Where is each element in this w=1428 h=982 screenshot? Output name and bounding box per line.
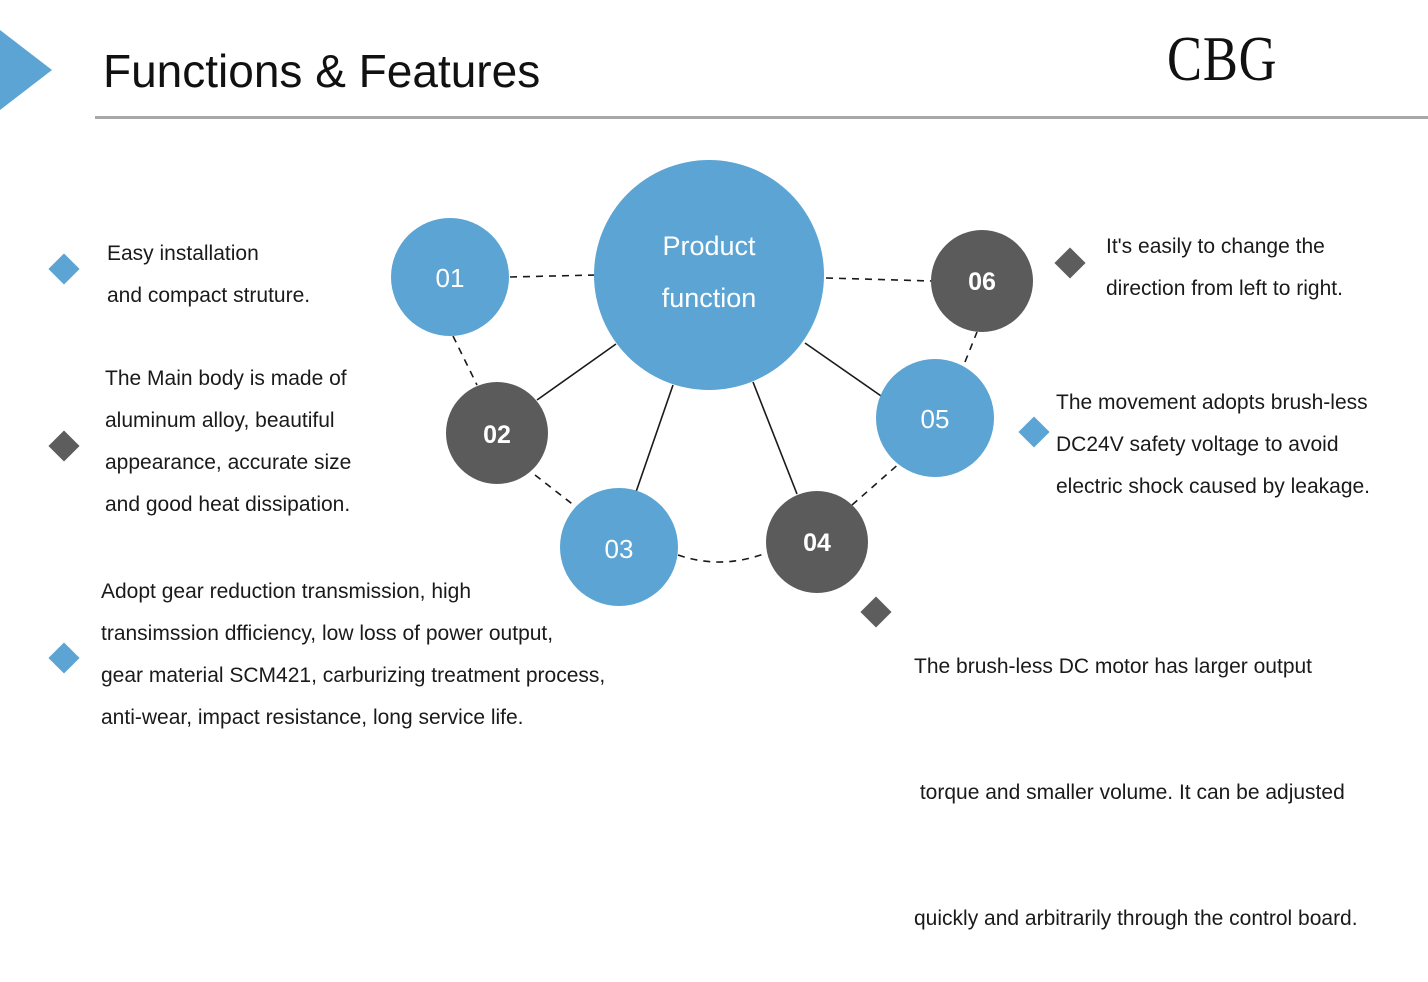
- node-04-circle: [766, 491, 868, 593]
- feature-line: Adopt gear reduction transmission, high: [101, 580, 472, 603]
- feature-line: DC24V safety voltage to avoid: [1056, 433, 1339, 456]
- feature-04-text: The brush-less DC motor has larger outpu…: [914, 562, 1358, 982]
- link-01-02: [452, 335, 478, 386]
- feature-line: anti-wear, impact resistance, long servi…: [101, 706, 524, 729]
- feature-line: aluminum alloy, beautiful: [105, 409, 335, 432]
- feature-line: The brush-less DC motor has larger outpu…: [914, 655, 1313, 678]
- feature-01-text: Easy installation and compact struture.: [107, 233, 310, 317]
- node-05-circle: [876, 359, 994, 477]
- node-04-label: 04: [803, 529, 831, 557]
- feature-02-text: The Main body is made of aluminum alloy,…: [105, 358, 351, 526]
- feature-line: direction from left to right.: [1106, 277, 1343, 300]
- node-03-label: 03: [605, 534, 634, 564]
- header-arrow-icon: [0, 30, 52, 110]
- feature-line: Easy installation: [107, 242, 259, 265]
- feature-line: and compact struture.: [107, 284, 311, 307]
- link-05-06: [964, 331, 978, 363]
- feature-line: transimssion dfficiency, low loss of pow…: [101, 622, 554, 645]
- brand-logo: CBG: [1167, 23, 1278, 94]
- node-06-circle: [931, 230, 1033, 332]
- feature-05-text: The movement adopts brush-less DC24V saf…: [1056, 382, 1370, 508]
- feature-06-text: It's easily to change the direction from…: [1106, 226, 1343, 310]
- hub-spokes: [536, 342, 885, 495]
- feature-line: and good heat dissipation.: [105, 493, 351, 516]
- feature-line: appearance, accurate size: [105, 451, 352, 474]
- spoke-05: [804, 342, 885, 399]
- feature-03-text: Adopt gear reduction transmission, high …: [101, 571, 605, 739]
- link-02-03: [534, 474, 581, 511]
- link-04-05: [851, 461, 902, 506]
- node-02-label: 02: [483, 421, 511, 449]
- feature-line: quickly and arbitrarily through the cont…: [914, 907, 1358, 930]
- spoke-02: [536, 343, 617, 401]
- node-03-circle: [560, 488, 678, 606]
- node-01-label: 01: [436, 263, 465, 293]
- node-05-label: 05: [921, 404, 950, 434]
- link-03-04: [677, 552, 767, 563]
- hub-label-line2: function: [662, 283, 757, 313]
- spoke-03: [635, 384, 674, 493]
- feature-line: electric shock caused by leakage.: [1056, 475, 1371, 498]
- feature-line: gear material SCM421, carburizing treatm…: [101, 664, 606, 687]
- feature-line: It's easily to change the: [1106, 235, 1325, 258]
- page-title: Functions & Features: [103, 45, 541, 97]
- header-divider: [95, 116, 1428, 119]
- link-01-hub: [509, 274, 597, 278]
- link-hub-06: [825, 277, 933, 282]
- feature-diagram: Product function 01 02 03 04 05 06: [391, 160, 1033, 606]
- feature-line: The Main body is made of: [105, 367, 347, 390]
- spoke-04: [752, 381, 798, 495]
- node-06-label: 06: [968, 268, 996, 296]
- feature-line: The movement adopts brush-less: [1056, 391, 1368, 414]
- node-01-circle: [391, 218, 509, 336]
- dashed-links: [452, 274, 978, 563]
- feature-line: torque and smaller volume. It can be adj…: [914, 781, 1345, 804]
- hub-label-line1: Product: [662, 231, 756, 261]
- hub-circle: [594, 160, 824, 390]
- node-02-circle: [446, 382, 548, 484]
